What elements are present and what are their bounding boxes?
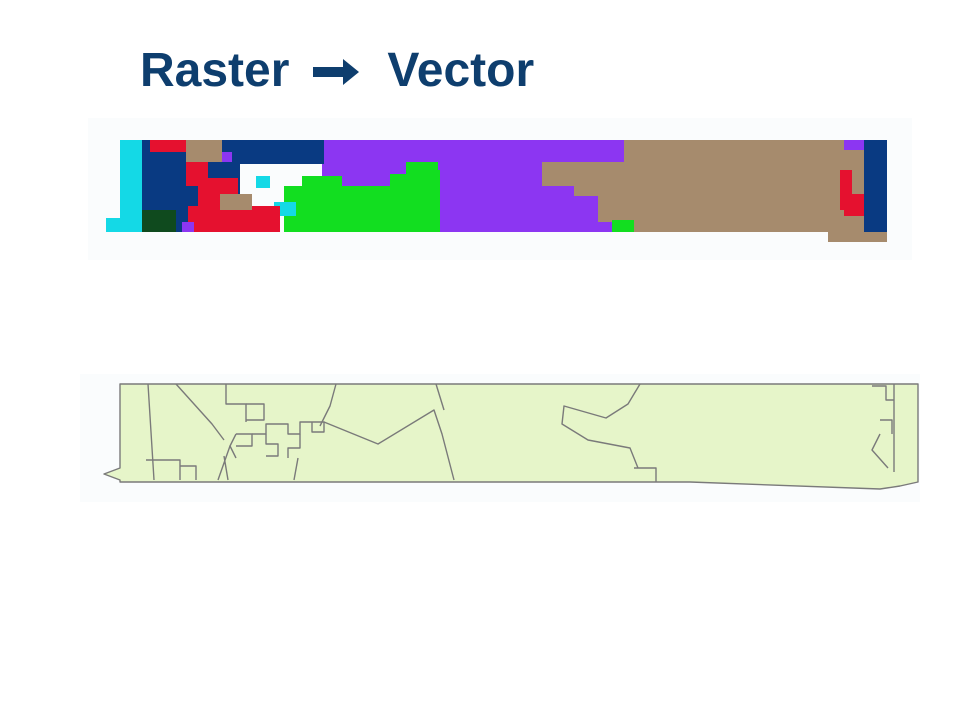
raster-zone-tan-west1 bbox=[186, 140, 222, 162]
raster-zone-red-4 bbox=[188, 206, 280, 232]
raster-zone-green-up4 bbox=[428, 170, 440, 232]
raster-zone-tan-strip3 bbox=[598, 192, 638, 222]
raster-zone-purple-east bbox=[844, 140, 866, 150]
raster-zone-tan-west2 bbox=[220, 194, 252, 210]
vector-parcel-line bbox=[223, 455, 229, 481]
vector-parcel-line bbox=[147, 383, 155, 481]
vector-parcel-line bbox=[872, 385, 894, 401]
vector-parcel-line bbox=[287, 434, 301, 458]
vector-parcel-line bbox=[293, 457, 299, 481]
vector-parcel-line bbox=[323, 409, 455, 481]
raster-zone-purple-speck2 bbox=[182, 222, 194, 232]
slide-title: Raster Vector bbox=[140, 40, 534, 100]
raster-zone-red-1 bbox=[150, 140, 196, 152]
right-arrow-icon bbox=[311, 57, 361, 87]
raster-zone-green-right bbox=[612, 220, 634, 232]
title-raster-text: Raster bbox=[140, 43, 290, 97]
vector-parcel-line bbox=[180, 465, 197, 480]
vector-parcel-line bbox=[236, 433, 253, 447]
vector-parcel-line bbox=[561, 383, 641, 469]
raster-zone-cyan-base bbox=[106, 218, 142, 232]
raster-map bbox=[88, 118, 912, 260]
vector-parcel-line bbox=[435, 383, 445, 411]
raster-zone-red-6 bbox=[844, 194, 864, 216]
vector-parcel-line bbox=[319, 383, 337, 427]
vector-parcel-line bbox=[265, 434, 279, 457]
raster-zone-tan-strip2 bbox=[574, 174, 634, 196]
vector-parcel-line bbox=[871, 433, 889, 469]
title-vector-text: Vector bbox=[387, 43, 535, 97]
raster-zone-tan-bottom bbox=[828, 230, 887, 242]
vector-map bbox=[80, 374, 920, 502]
vector-parcel-line bbox=[880, 419, 893, 434]
vector-parcel-line bbox=[225, 384, 247, 422]
raster-zone-cyan-west bbox=[120, 140, 142, 222]
raster-zone-navy-north bbox=[238, 140, 324, 164]
vector-parcel-line bbox=[634, 467, 657, 482]
raster-zone-navy-east bbox=[864, 140, 887, 232]
raster-zone-green-main bbox=[284, 186, 440, 232]
vector-outline bbox=[103, 383, 919, 490]
raster-zone-darkgreen bbox=[142, 210, 176, 232]
vector-parcel-line bbox=[246, 403, 265, 421]
raster-zone-cyan-mid1 bbox=[256, 176, 270, 188]
vector-parcel-line bbox=[252, 421, 325, 435]
vector-parcel-line bbox=[217, 445, 231, 481]
vector-parcel-line bbox=[146, 459, 181, 480]
vector-parcel-line bbox=[175, 383, 225, 441]
raster-zone-green-up1 bbox=[302, 176, 342, 190]
raster-zone-purple-speck1 bbox=[222, 152, 232, 162]
